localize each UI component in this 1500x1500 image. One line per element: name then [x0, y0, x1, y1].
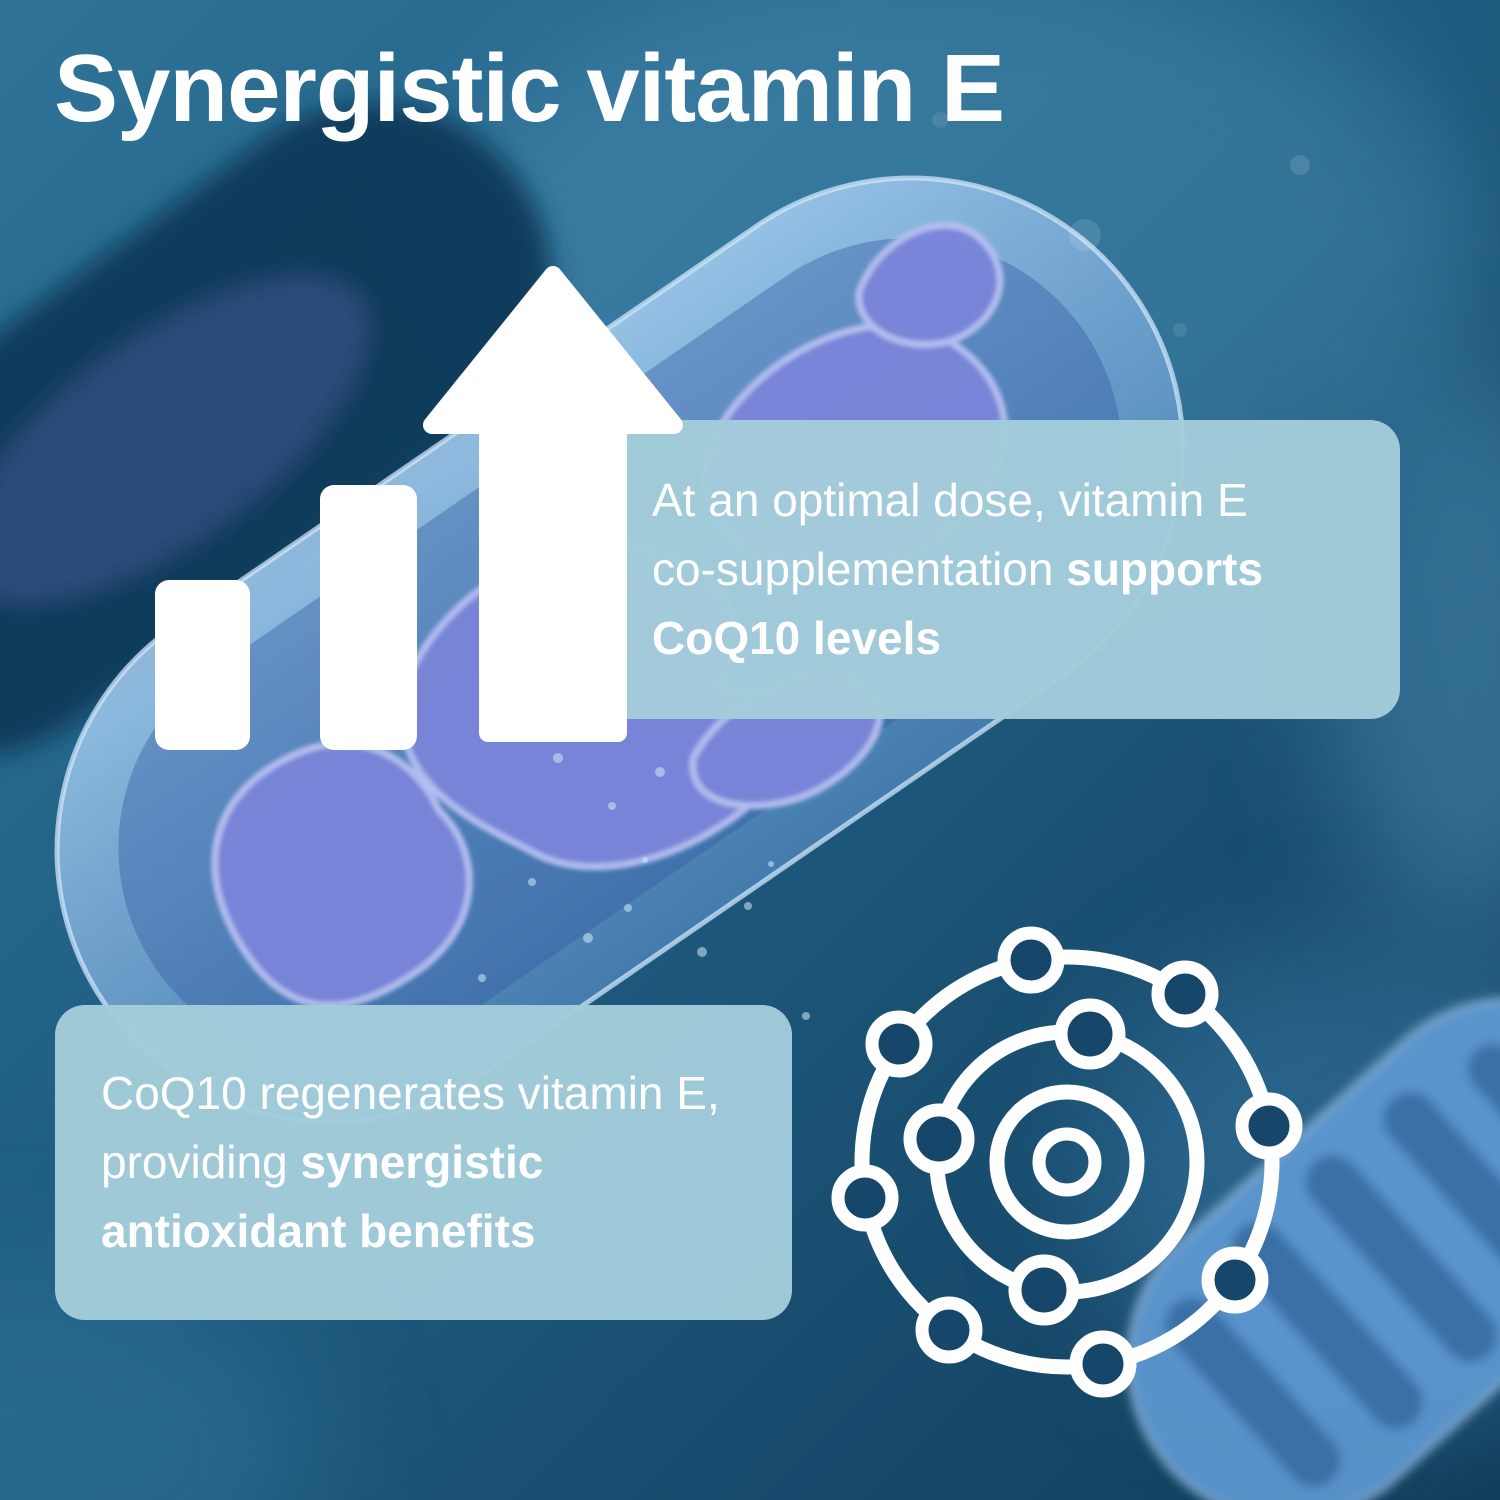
callout-text-line: CoQ10 levels [652, 612, 941, 664]
callout-bottom: CoQ10 regenerates vitamin E, providing sy… [55, 1005, 792, 1320]
page-title: Synergistic vitamin E [54, 35, 1005, 142]
callout-text-line: At an optimal dose, vitamin E [652, 474, 1248, 526]
callout-text-line: antioxidant benefits [101, 1205, 536, 1257]
bar-chart-bar-small [155, 580, 250, 750]
growth-chart-icon [150, 265, 690, 750]
atom-outer-electrons [831, 926, 1303, 1398]
atom-nucleus-ring [989, 1084, 1145, 1240]
callout-top: At an optimal dose, vitamin E co-suppleme… [600, 420, 1400, 719]
light-glow-bottom-left [0, 1270, 320, 1500]
callout-text-line: CoQ10 regenerates vitamin E, [101, 1067, 720, 1119]
callout-text-line: co-supplementation supports [652, 543, 1264, 595]
mitochondrion-bottom-right [1126, 997, 1500, 1500]
atom-nucleus-core [1032, 1127, 1102, 1197]
atom-outer-orbit [854, 949, 1280, 1375]
atom-icon [831, 926, 1303, 1398]
bokeh-faint-circles [932, 112, 1310, 337]
bar-chart-bar-medium [320, 485, 417, 750]
callout-text-line: providing synergistic [101, 1136, 544, 1188]
atom-inner-electrons [903, 998, 1126, 1326]
mitochondrion-top-left [0, 103, 553, 757]
up-arrow-icon [423, 266, 683, 742]
atom-inner-orbit [929, 1024, 1205, 1300]
